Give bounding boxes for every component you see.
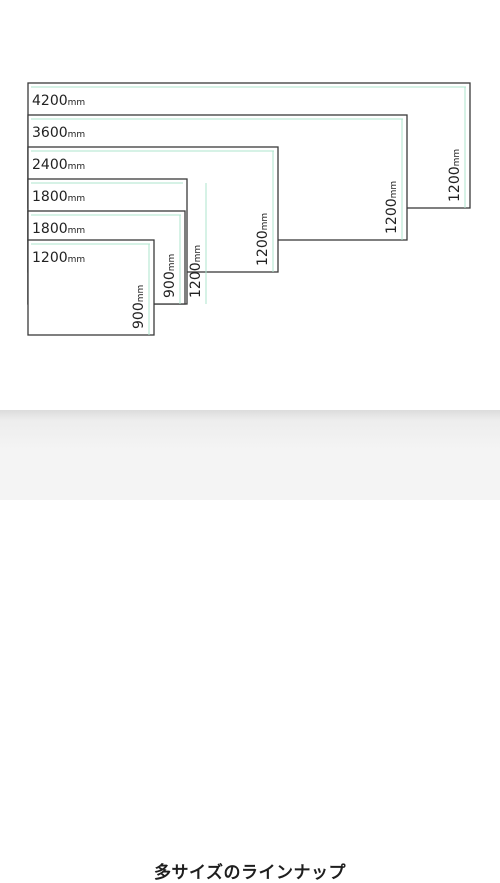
caption-text: 多サイズのラインナップ — [154, 863, 346, 883]
height-label: 1200mm — [188, 245, 204, 298]
caption-bar: 多サイズのラインナップ — [0, 410, 500, 883]
width-label: 2400mm — [32, 157, 85, 173]
width-label: 1800mm — [32, 221, 85, 237]
height-label: 900mm — [162, 254, 178, 298]
width-label: 1200mm — [32, 250, 85, 266]
height-label: 1200mm — [255, 213, 271, 266]
board-outline — [27, 239, 155, 336]
height-label: 1200mm — [447, 149, 463, 202]
height-label: 1200mm — [384, 181, 400, 234]
height-label: 900mm — [131, 285, 147, 329]
size-lineup-diagram: 4200mm 1200mm 3600mm 1200mm 2400mm 1200mm 1800… — [27, 82, 471, 336]
width-label: 4200mm — [32, 93, 85, 109]
width-label: 1800mm — [32, 189, 85, 205]
width-label: 3600mm — [32, 125, 85, 141]
